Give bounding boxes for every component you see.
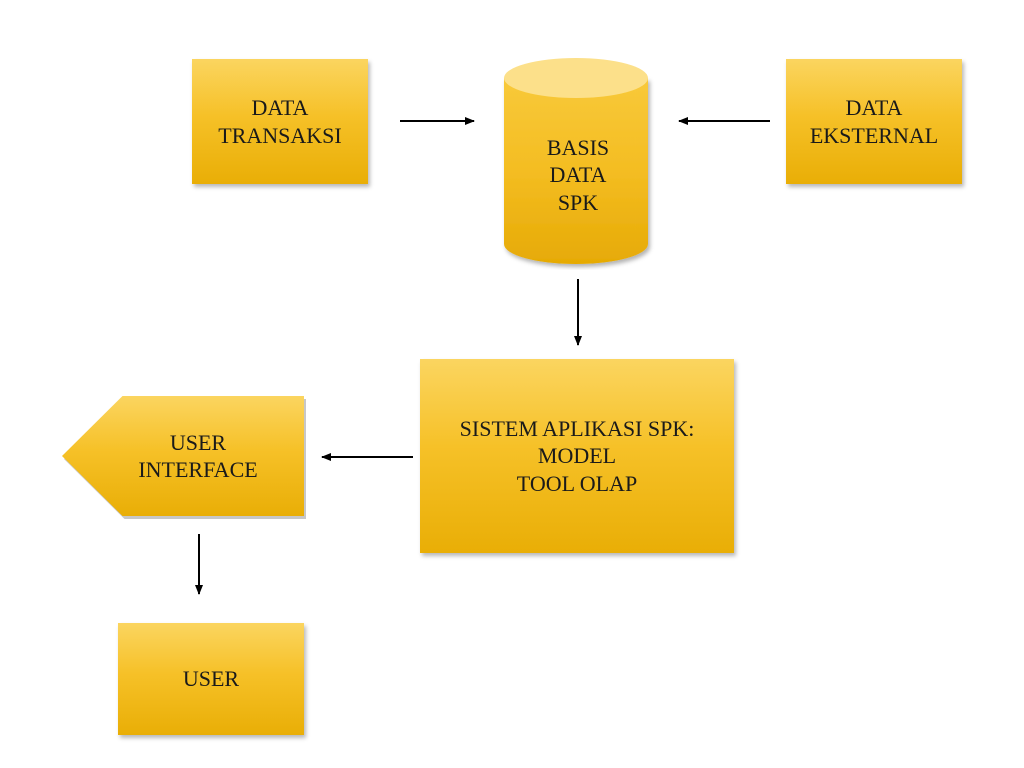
user-interface-shape: USER INTERFACE [62, 396, 304, 516]
data-transaksi-box: DATA TRANSAKSI [192, 59, 368, 184]
user-label: USER [182, 666, 240, 692]
data-transaksi-label: DATA TRANSAKSI [218, 95, 342, 148]
user-interface-label: USER INTERFACE [138, 429, 258, 483]
sistem-aplikasi-label: SISTEM APLIKASI SPK: MODEL TOOL OLAP [459, 415, 695, 496]
data-eksternal-box: DATA EKSTERNAL [786, 59, 962, 184]
basis-data-label: BASIS DATA SPK [546, 134, 610, 215]
data-eksternal-label: DATA EKSTERNAL [809, 95, 939, 148]
sistem-aplikasi-box: SISTEM APLIKASI SPK: MODEL TOOL OLAP [420, 359, 734, 553]
basis-data-cylinder [504, 58, 648, 264]
user-box: USER [118, 623, 304, 735]
